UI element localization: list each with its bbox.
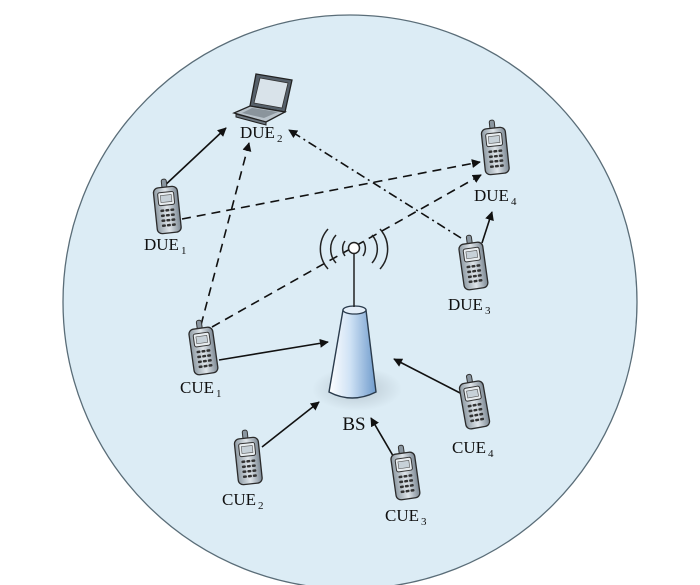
laptop-icon [232, 73, 293, 126]
base-station: BS [312, 228, 402, 435]
link-due3-due4 [481, 211, 494, 244]
link-due1-due2 [161, 127, 227, 189]
radio-waves-icon [319, 228, 389, 270]
link-cue4-bs [393, 358, 465, 396]
link-due3-due2 [288, 129, 462, 239]
bs-label: BS [342, 414, 365, 435]
link-cue2-bs [261, 401, 320, 448]
cell-coverage-area [62, 14, 638, 585]
link-cue1-bs [218, 338, 329, 361]
laptop-due2 [232, 73, 293, 126]
tower-top [342, 305, 367, 315]
antenna-tip-icon [347, 241, 361, 255]
link-cue1-due4 [211, 174, 482, 328]
link-cue1-due2 [200, 142, 252, 326]
tower-icon [328, 309, 377, 399]
link-due1-due4 [181, 159, 481, 220]
